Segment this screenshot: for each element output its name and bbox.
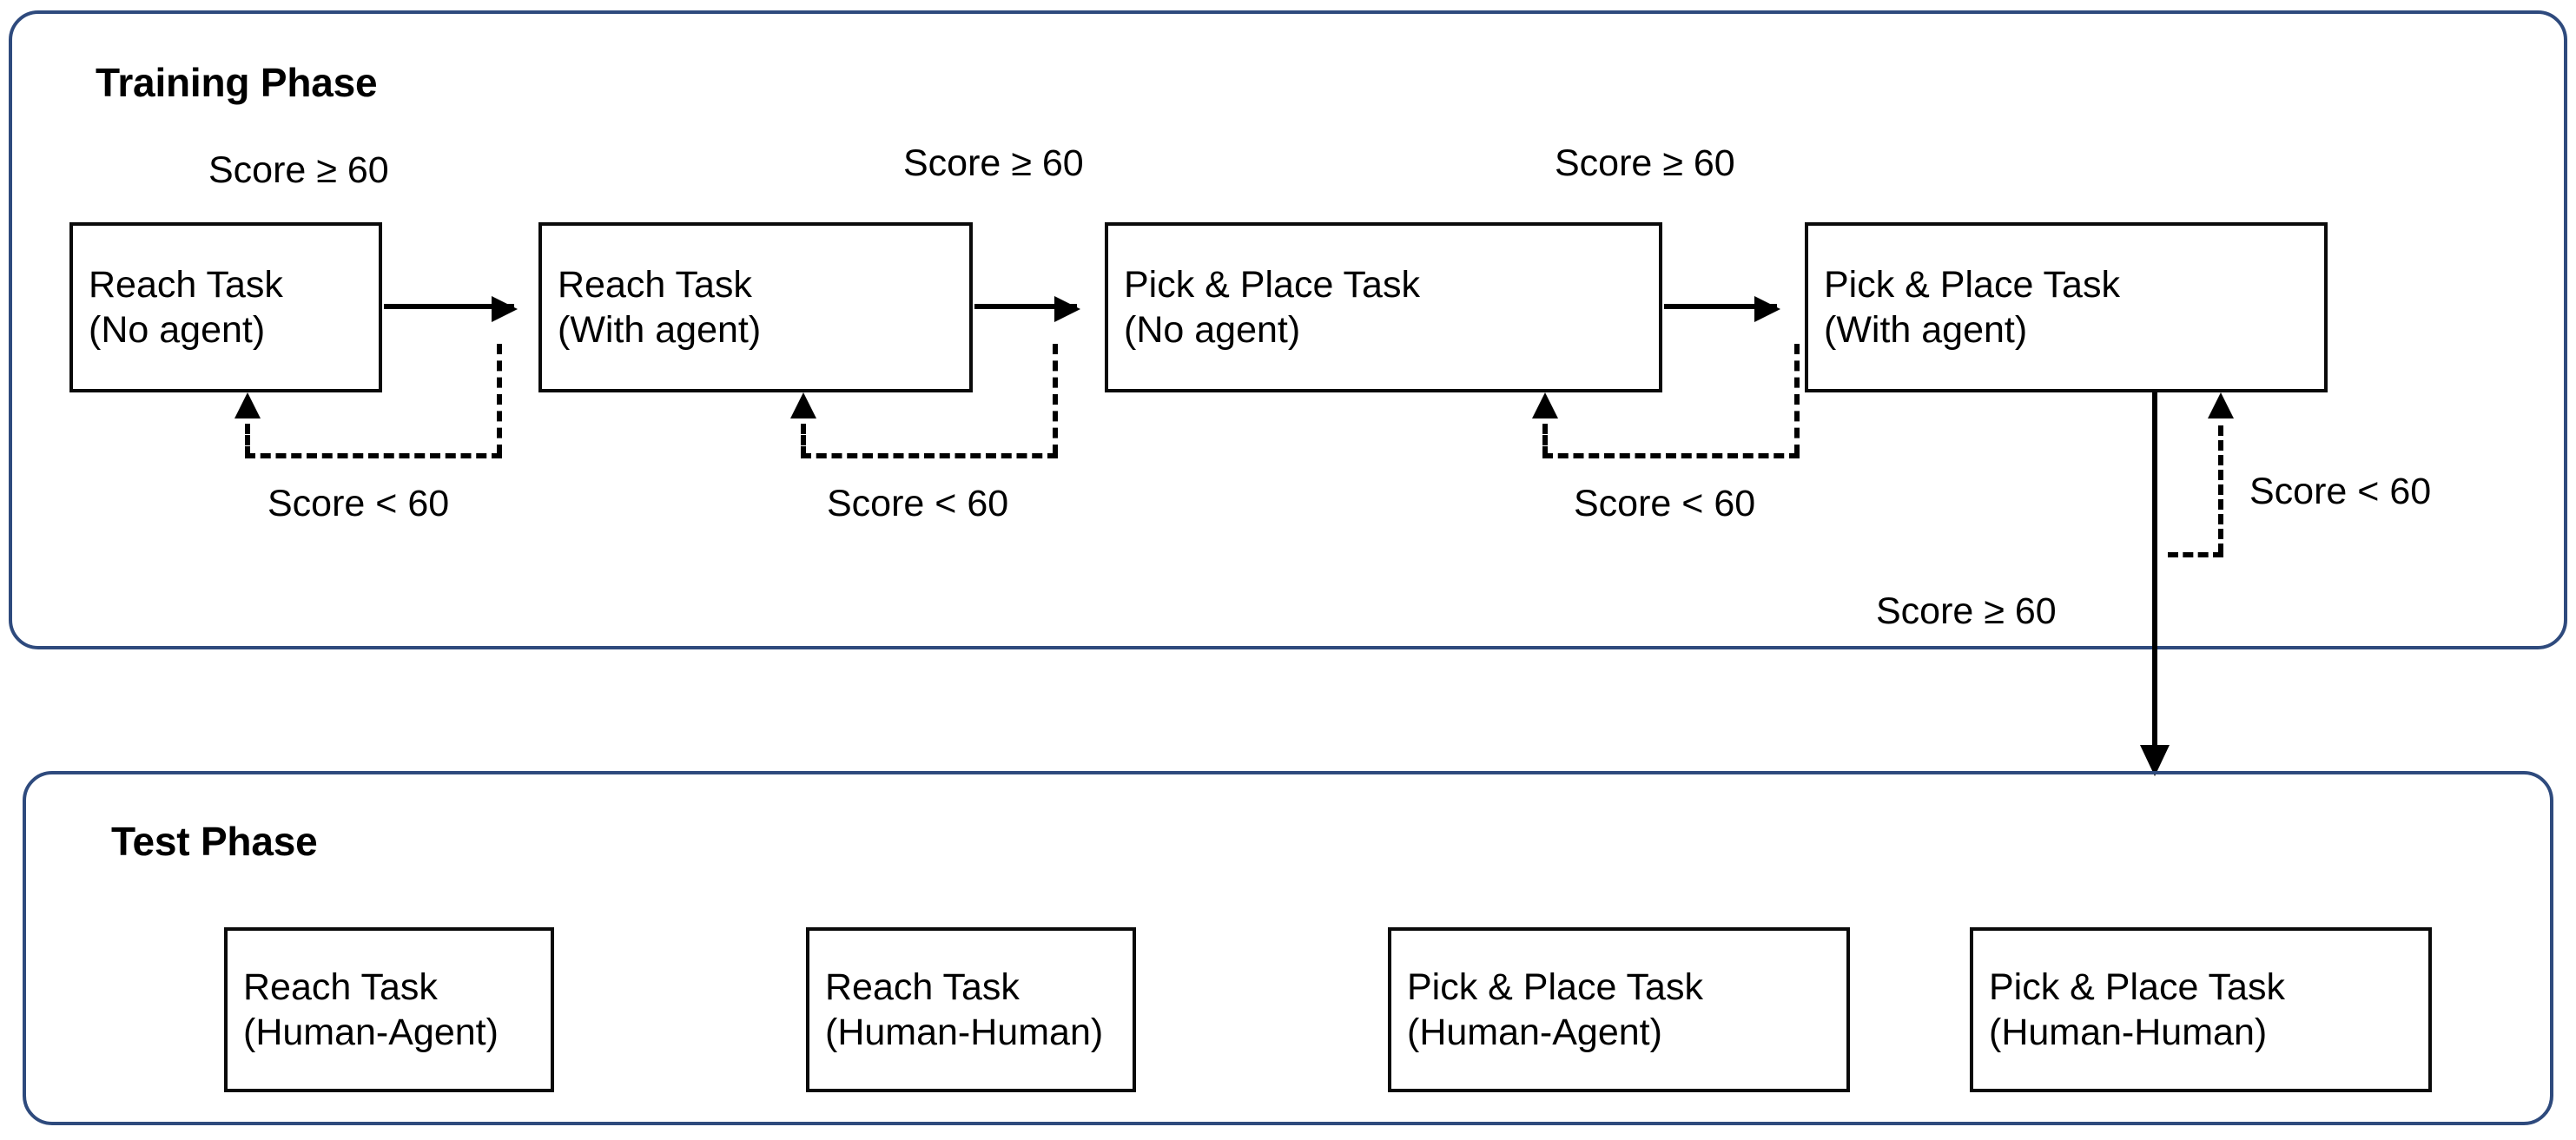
pass-label-1: Score ≥ 60 bbox=[208, 149, 389, 191]
task-box-line-2: (Human-Human) bbox=[1989, 1012, 2268, 1053]
task-box-reach-no-agent[interactable]: Reach Task (No agent) bbox=[69, 222, 382, 392]
task-box-line-1: Pick & Place Task bbox=[1124, 263, 1420, 306]
fail-loop-4-vertical bbox=[2218, 425, 2223, 554]
fail-loop-2-horizontal bbox=[801, 453, 1058, 458]
task-box-test-reach-human-human[interactable]: Reach Task (Human-Human) bbox=[806, 927, 1136, 1092]
task-box-pickplace-no-agent[interactable]: Pick & Place Task (No agent) bbox=[1105, 222, 1662, 392]
task-box-line-1: Reach Task bbox=[558, 263, 752, 306]
fail-loop-1-riser bbox=[245, 424, 250, 457]
task-box-line-2: (Human-Agent) bbox=[1407, 1012, 1662, 1053]
exit-arrow-line bbox=[2152, 392, 2157, 750]
task-box-test-pickplace-human-human[interactable]: Pick & Place Task (Human-Human) bbox=[1970, 927, 2432, 1092]
test-phase-panel bbox=[23, 771, 2553, 1125]
task-box-line-2: (No agent) bbox=[89, 309, 266, 351]
fail-loop-2-vertical bbox=[1053, 344, 1058, 455]
task-box-line-1: Pick & Place Task bbox=[1989, 965, 2285, 1008]
fail-loop-3-vertical bbox=[1794, 344, 1800, 455]
pass-label-3: Score ≥ 60 bbox=[1555, 142, 1735, 184]
fail-loop-3-riser bbox=[1542, 424, 1548, 457]
fail-loop-4-horizontal bbox=[2168, 552, 2223, 557]
fail-loop-3-horizontal bbox=[1542, 453, 1800, 458]
fail-label-3: Score < 60 bbox=[1574, 483, 1756, 524]
task-box-line-1: Reach Task bbox=[825, 965, 1020, 1008]
pass-arrow-3 bbox=[1664, 296, 1780, 322]
task-box-line-2: (No agent) bbox=[1124, 309, 1301, 351]
fail-loop-1-arrowhead bbox=[234, 392, 261, 418]
fail-loop-1-horizontal bbox=[245, 453, 502, 458]
task-box-line-1: Reach Task bbox=[89, 263, 283, 306]
task-box-line-1: Reach Task bbox=[243, 965, 438, 1008]
task-box-line-2: (With agent) bbox=[558, 309, 762, 351]
fail-loop-2-arrowhead bbox=[790, 392, 816, 418]
fail-label-4: Score < 60 bbox=[2249, 471, 2432, 512]
task-box-line-1: Pick & Place Task bbox=[1824, 263, 2120, 306]
task-box-pickplace-with-agent[interactable]: Pick & Place Task (With agent) bbox=[1805, 222, 2328, 392]
fail-label-2: Score < 60 bbox=[827, 483, 1009, 524]
fail-loop-1-vertical bbox=[497, 344, 502, 455]
task-box-line-2: (Human-Human) bbox=[825, 1012, 1104, 1053]
fail-loop-2-riser bbox=[801, 424, 806, 457]
task-box-test-pickplace-human-agent[interactable]: Pick & Place Task (Human-Agent) bbox=[1388, 927, 1850, 1092]
task-box-line-2: (With agent) bbox=[1824, 309, 2028, 351]
pass-label-2: Score ≥ 60 bbox=[903, 142, 1084, 184]
exit-pass-label: Score ≥ 60 bbox=[1876, 590, 2057, 632]
test-phase-title: Test Phase bbox=[111, 819, 318, 864]
pass-arrow-1 bbox=[384, 296, 518, 322]
task-box-test-reach-human-agent[interactable]: Reach Task (Human-Agent) bbox=[224, 927, 554, 1092]
fail-loop-4-arrowhead bbox=[2208, 392, 2234, 418]
pass-arrow-2 bbox=[974, 296, 1080, 322]
task-box-line-1: Pick & Place Task bbox=[1407, 965, 1703, 1008]
task-box-reach-with-agent[interactable]: Reach Task (With agent) bbox=[538, 222, 973, 392]
fail-loop-3-arrowhead bbox=[1532, 392, 1558, 418]
task-box-line-2: (Human-Agent) bbox=[243, 1012, 499, 1053]
training-phase-title: Training Phase bbox=[96, 60, 378, 105]
training-phase-panel bbox=[9, 10, 2567, 649]
fail-label-1: Score < 60 bbox=[268, 483, 450, 524]
